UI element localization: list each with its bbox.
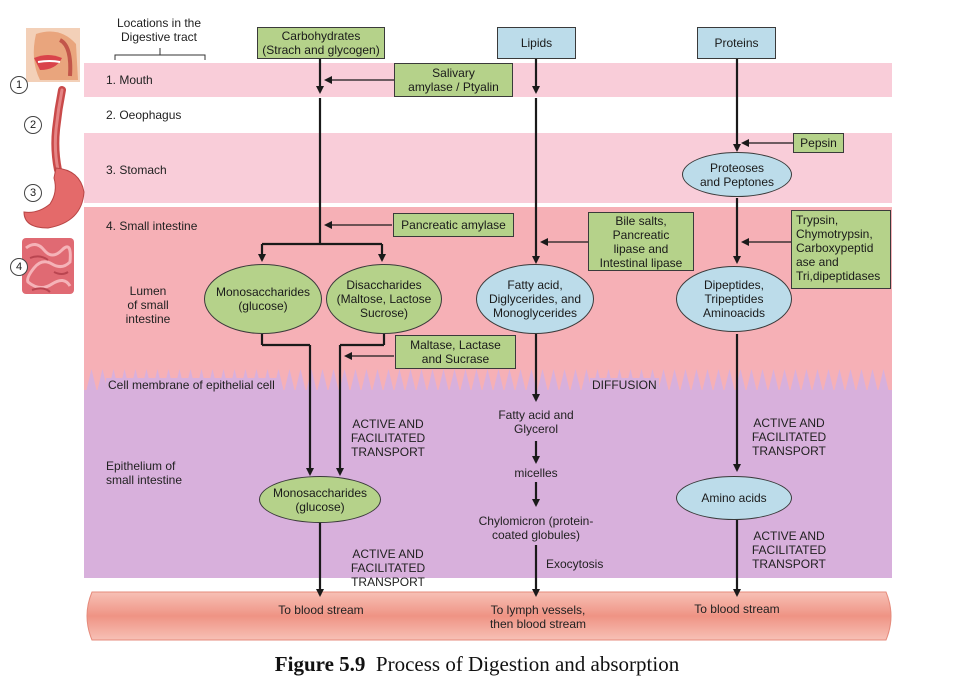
active-transport-protein-1: ACTIVE AND FACILITATED TRANSPORT [751, 416, 827, 458]
location-small-intestine: 4. Small intestine [106, 219, 198, 233]
cell-membrane-label: Cell membrane of epithelial cell [106, 378, 277, 392]
organ-number-3: 3 [24, 184, 42, 202]
active-transport-protein-2: ACTIVE AND FACILITATED TRANSPORT [751, 529, 827, 571]
monosaccharides-epithelium-oval: Monosaccharides (glucose) [259, 476, 381, 523]
exocytosis-label: Exocytosis [546, 557, 604, 571]
proteins-box: Proteins [697, 27, 776, 59]
figure-caption: Figure 5.9 Process of Digestion and abso… [0, 652, 954, 677]
location-oesophagus: 2. Oeophagus [106, 108, 182, 122]
trypsin-box: Trypsin, Chymotrypsin, Carboxypeptid ase… [791, 210, 891, 289]
diffusion-label: DIFFUSION [590, 378, 659, 392]
lipids-box: Lipids [497, 27, 576, 59]
organ-number-1: 1 [10, 76, 28, 94]
locations-header: Locations in the Digestive tract [116, 16, 202, 44]
bile-salts-lipase-box: Bile salts, Pancreatic lipase and Intest… [588, 212, 694, 271]
oesophagus-icon [51, 86, 66, 174]
location-lumen: Lumen of small intestine [125, 284, 171, 326]
cell-membrane-villi [86, 369, 889, 392]
salivary-amylase-box: Salivary amylase / Ptyalin [394, 63, 513, 97]
pancreatic-amylase-box: Pancreatic amylase [393, 213, 514, 237]
mouth-face-icon [26, 28, 80, 82]
proteoses-oval: Proteoses and Peptones [682, 152, 792, 197]
chylomicron-label: Chylomicron (protein- coated globules) [478, 514, 594, 542]
location-epithelium: Epithelium of small intestine [106, 459, 183, 487]
carbohydrates-box: Carbohydrates (Strach and glycogen) [257, 27, 385, 59]
destination-carb: To blood stream [278, 603, 364, 617]
figure-number: Figure 5.9 [274, 652, 366, 676]
maltase-lactase-sucrase-box: Maltase, Lactase and Sucrase [395, 335, 516, 369]
micelles-label: micelles [514, 466, 558, 480]
disaccharides-oval: Disaccharides (Maltose, Lactose Sucrose) [326, 264, 442, 334]
destination-lipid: To lymph vessels, then blood stream [489, 603, 587, 631]
active-transport-carb-1: ACTIVE AND FACILITATED TRANSPORT [350, 417, 426, 459]
dipeptides-oval: Dipeptides, Tripeptides Aminoacids [676, 266, 792, 332]
location-mouth: 1. Mouth [106, 73, 153, 87]
organ-number-2: 2 [24, 116, 42, 134]
fatty-acid-glycerol-label: Fatty acid and Glycerol [498, 408, 574, 436]
fatty-acid-lumen-oval: Fatty acid, Diglycerides, and Monoglycer… [476, 264, 594, 334]
small-intestine-icon [22, 238, 74, 294]
destination-protein: To blood stream [694, 602, 780, 616]
blood-vessel [86, 591, 892, 641]
stomach-icon [23, 167, 85, 229]
figure-title: Process of Digestion and absorption [375, 652, 680, 676]
amino-acids-oval: Amino acids [676, 476, 792, 520]
organ-number-4: 4 [10, 258, 28, 276]
monosaccharides-lumen-oval: Monosaccharides (glucose) [204, 264, 322, 334]
location-stomach: 3. Stomach [106, 163, 167, 177]
pepsin-box: Pepsin [793, 133, 844, 153]
active-transport-carb-2: ACTIVE AND FACILITATED TRANSPORT [350, 547, 426, 589]
